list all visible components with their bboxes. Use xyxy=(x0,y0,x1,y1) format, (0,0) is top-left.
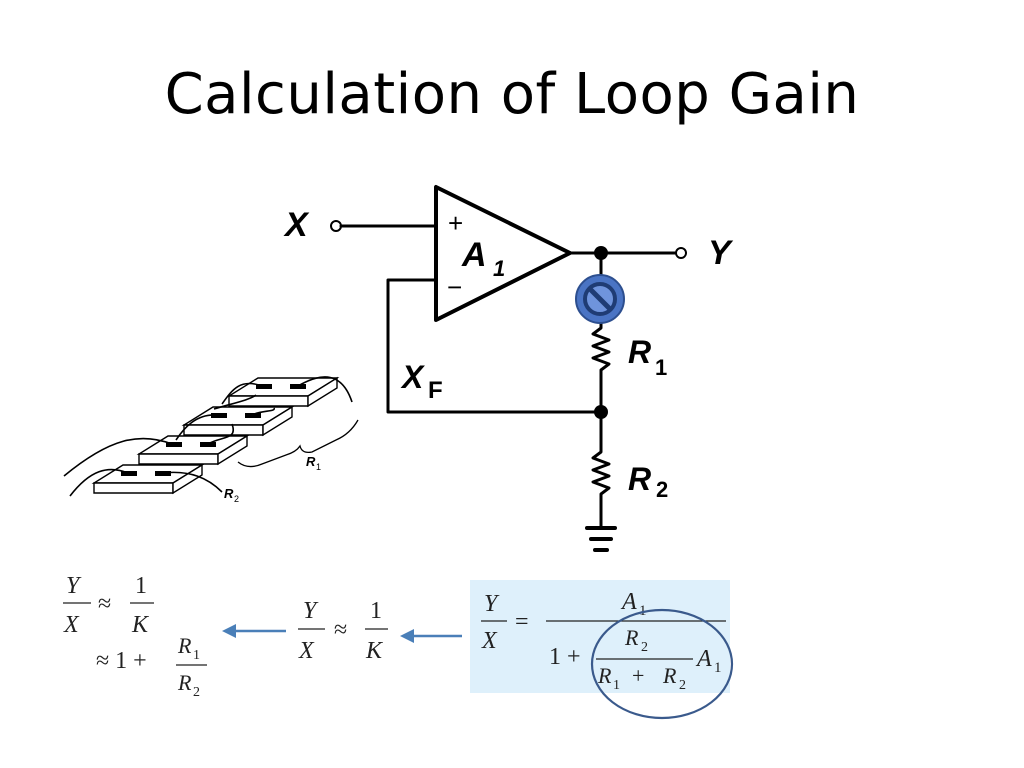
equation-right: Y X = A 1 1 + R 2 R 1 + R 2 A 1 xyxy=(481,589,726,693)
ground-icon xyxy=(585,526,617,552)
equation-middle: Y X ≈ 1 K xyxy=(298,598,388,664)
r1-label-subscript: 1 xyxy=(655,355,667,380)
eq-mid-one: 1 xyxy=(370,598,382,624)
eq-right-y: Y xyxy=(484,591,500,617)
plus-input-sign: + xyxy=(448,208,463,238)
eq-left-approx-one-plus: ≈ 1 + xyxy=(96,648,147,674)
eq-left-r2: R xyxy=(177,670,192,695)
eq-right-a1: A xyxy=(620,589,637,615)
eq-mid-x: X xyxy=(298,638,315,664)
eq-right-x: X xyxy=(481,628,498,654)
loop-gain-highlight-ellipse xyxy=(590,608,734,720)
sketch-r1-label: R xyxy=(306,454,316,469)
r1-resistor xyxy=(591,318,611,380)
feedback-wire xyxy=(386,278,603,414)
output-terminal xyxy=(675,247,687,259)
eq-left-r2-sub: 2 xyxy=(193,685,200,700)
r2-label: R xyxy=(628,461,651,497)
eq-right-inner-r2b: R xyxy=(662,663,677,688)
amp-label-subscript: 1 xyxy=(493,256,505,281)
equation-highlight-box xyxy=(470,580,730,693)
eq-left-y: Y xyxy=(66,573,82,599)
eq-left-one: 1 xyxy=(135,573,147,599)
eq-left-x: X xyxy=(63,612,80,638)
r2-label-subscript: 2 xyxy=(656,477,668,502)
eq-left-r1-sub: 1 xyxy=(193,648,200,663)
arrow-left-icon-2 xyxy=(400,629,462,643)
minus-input-sign: − xyxy=(447,272,462,302)
feedback-signal-subscript: F xyxy=(428,377,443,404)
sketch-plate-4 xyxy=(226,376,340,408)
op-amp-triangle xyxy=(434,185,572,322)
eq-right-inner-r1-sub: 1 xyxy=(613,678,620,693)
sketch-r2-label: R xyxy=(224,486,234,501)
eq-right-equals: = xyxy=(515,609,529,635)
output-label: Y xyxy=(708,234,734,272)
sketch-r2-subscript: 2 xyxy=(234,494,239,504)
feedback-amplifier-circuit xyxy=(330,185,687,552)
sketch-bond-wires xyxy=(63,376,353,497)
input-label: X xyxy=(283,206,310,244)
slide-title: Calculation of Loop Gain xyxy=(164,62,860,127)
sketch-r1-brace xyxy=(237,419,359,468)
eq-right-inner-r2: R xyxy=(624,625,639,650)
r1-label: R xyxy=(628,334,651,370)
eq-left-k: K xyxy=(131,612,150,638)
amp-label: A xyxy=(461,236,487,274)
eq-right-inner-r2-sub: 2 xyxy=(641,640,648,655)
eq-right-inner-plus: + xyxy=(632,663,644,688)
no-symbol-icon xyxy=(575,274,625,324)
eq-mid-y: Y xyxy=(303,598,319,624)
eq-mid-approx: ≈ xyxy=(334,617,347,643)
resistor-array-sketch xyxy=(63,376,359,497)
eq-right-inner-r2b-sub: 2 xyxy=(679,678,686,693)
eq-right-tail-a1-sub: 1 xyxy=(714,660,722,676)
eq-mid-k: K xyxy=(365,638,384,664)
sketch-r1-subscript: 1 xyxy=(316,462,321,472)
eq-left-r1: R xyxy=(177,633,192,658)
eq-right-inner-r1: R xyxy=(597,663,612,688)
r2-resistor xyxy=(591,444,611,504)
eq-right-tail-a1: A xyxy=(695,646,712,672)
eq-left-approx: ≈ xyxy=(98,591,111,617)
feedback-signal-label: X xyxy=(400,359,425,395)
equation-left: Y X ≈ 1 K ≈ 1 + R 1 R 2 xyxy=(63,573,207,700)
eq-right-one-plus: 1 + xyxy=(549,644,581,670)
arrow-left-icon xyxy=(222,624,286,638)
sketch-plate-1 xyxy=(91,463,205,495)
sketch-plate-3 xyxy=(181,405,295,437)
sketch-plate-2 xyxy=(136,434,250,466)
